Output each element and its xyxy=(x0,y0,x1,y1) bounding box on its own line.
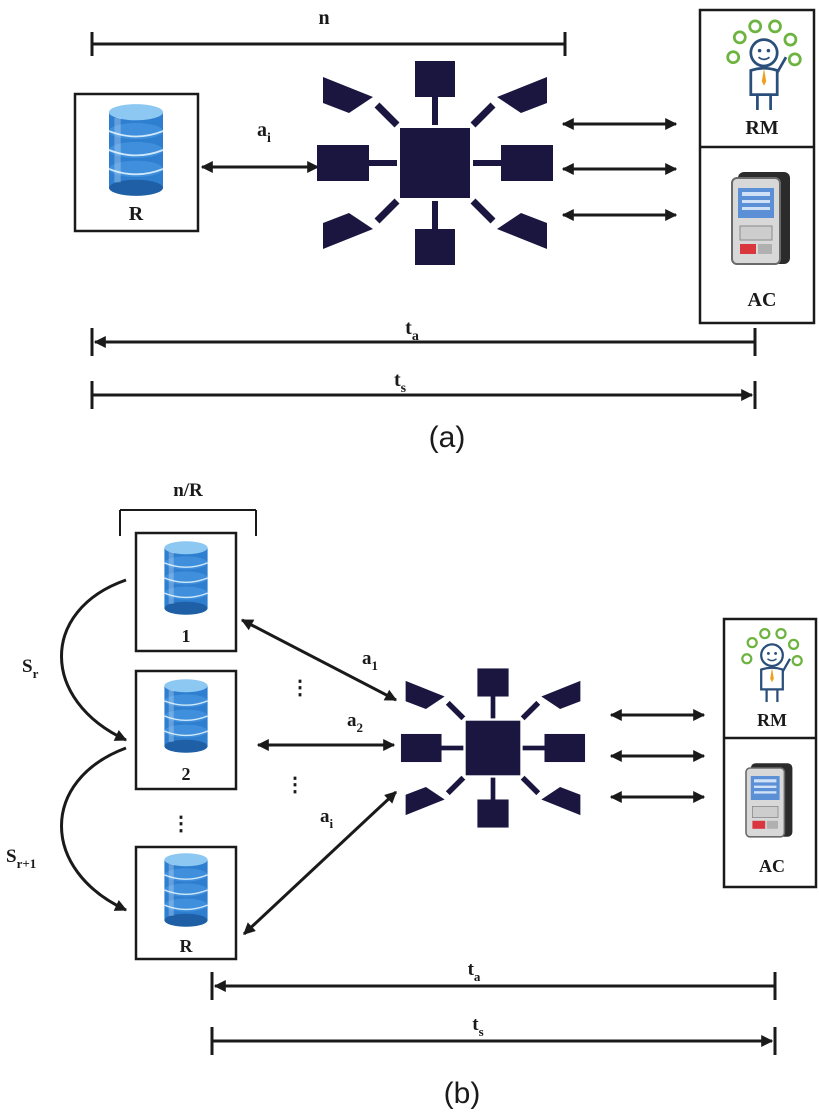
ta-label: ta xyxy=(468,959,481,984)
database-icon xyxy=(163,852,209,928)
link-label-ai: ai xyxy=(320,806,334,831)
group-bracket xyxy=(119,509,257,536)
panel-a: n R ai RM AC ta ts (a) xyxy=(73,7,816,454)
processing-hub-icon xyxy=(317,61,553,265)
link-arrow-ai xyxy=(242,790,398,936)
rm-label: RM xyxy=(745,117,778,139)
repository-1-label: 1 xyxy=(182,626,191,646)
caption-a: (a) xyxy=(429,421,466,454)
sr1-arrow xyxy=(60,746,128,912)
sr1-label: Sr+1 xyxy=(6,846,36,871)
ac-terminal-icon xyxy=(731,171,791,265)
ac-label: AC xyxy=(759,856,785,876)
repos-ellipsis: ⋮ xyxy=(171,813,191,835)
group-label: n/R xyxy=(173,480,203,501)
rm-label: RM xyxy=(757,710,787,730)
n-bracket xyxy=(90,32,567,56)
panel-b: n/R 1 2 ⋮ R Sr Sr+1 a1 a2 ai xyxy=(6,480,818,1110)
caption-b: (b) xyxy=(444,1077,481,1110)
sr-arrow xyxy=(60,578,128,742)
repository-label: R xyxy=(129,203,144,225)
ac-label: AC xyxy=(748,289,777,311)
database-icon xyxy=(163,678,209,754)
link-label-a1: a1 xyxy=(362,648,378,673)
database-icon xyxy=(108,103,164,197)
repository-r-label: R xyxy=(180,936,194,956)
link-label-ai: ai xyxy=(257,119,271,146)
n-label: n xyxy=(318,7,329,29)
ts-label: ts xyxy=(394,369,407,396)
ac-terminal-icon xyxy=(745,762,794,838)
database-icon xyxy=(163,540,209,616)
sr-label: Sr xyxy=(22,656,39,681)
processing-hub-icon xyxy=(401,668,585,827)
link-arrow-a1 xyxy=(240,618,398,702)
ts-label: ts xyxy=(472,1014,483,1039)
links-ellipsis-top: ⋮ xyxy=(290,677,310,699)
links-ellipsis-bottom: ⋮ xyxy=(285,774,305,796)
repository-2-label: 2 xyxy=(182,764,191,784)
link-label-a2: a2 xyxy=(347,710,363,735)
ta-label: ta xyxy=(405,317,419,344)
